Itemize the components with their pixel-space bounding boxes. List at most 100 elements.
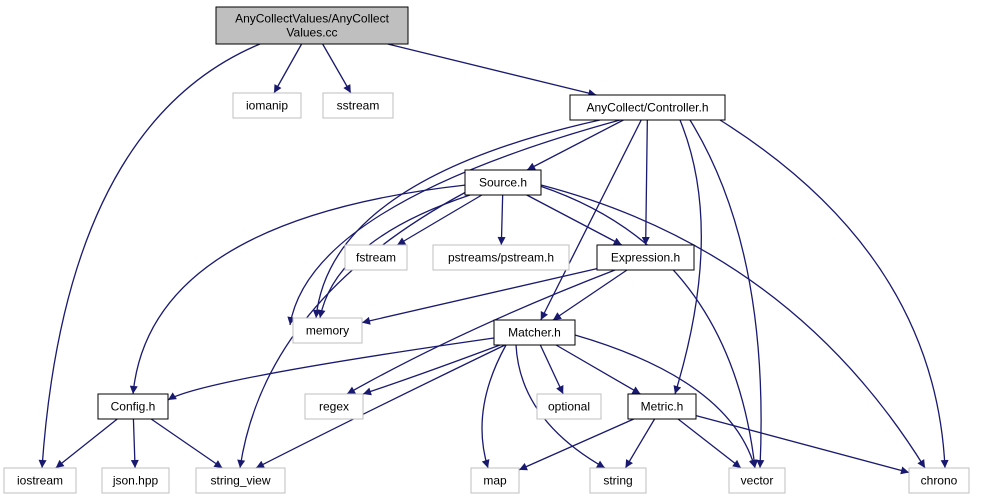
node-label: json.hpp — [112, 474, 159, 488]
edge-source-to-expression — [526, 194, 623, 246]
node-label: AnyCollectValues/AnyCollect — [235, 12, 390, 26]
node-string_view[interactable]: string_view — [195, 467, 286, 494]
edge-source-to-vector — [539, 185, 759, 469]
node-label: fstream — [356, 251, 396, 265]
node-label: iostream — [17, 474, 63, 488]
edge-metric-to-string — [624, 418, 656, 469]
node-label: string — [603, 474, 632, 488]
edge-root-to-sstream — [322, 43, 352, 94]
edge-controller-to-metric — [673, 119, 702, 395]
node-jsonhpp[interactable]: json.hpp — [101, 467, 170, 494]
edge-matcher-to-config — [167, 337, 495, 401]
node-map[interactable]: map — [470, 467, 520, 494]
node-box — [101, 467, 170, 494]
node-box — [536, 393, 602, 420]
node-label: memory — [306, 324, 349, 338]
edge-matcher-to-string_view — [255, 344, 506, 469]
node-metric[interactable]: Metric.h — [627, 393, 697, 420]
edge-metric-to-chrono — [695, 414, 910, 475]
edge-matcher-to-metric — [555, 344, 641, 395]
edge-config-to-jsonhpp — [130, 418, 139, 469]
node-fstream[interactable]: fstream — [344, 244, 408, 271]
node-box — [215, 6, 409, 45]
edge-metric-to-map — [518, 418, 635, 471]
edge-expression-to-regex — [346, 269, 616, 395]
node-label: regex — [319, 400, 349, 414]
node-box — [3, 467, 77, 494]
node-label: pstreams/pstream.h — [448, 251, 554, 265]
edge-controller-to-source — [526, 119, 624, 171]
edge-matcher-to-map — [481, 344, 507, 469]
node-label: Values.cc — [286, 26, 337, 40]
edge-expression-to-memory — [361, 268, 598, 325]
edges-layer — [38, 43, 949, 475]
node-label: string_view — [210, 474, 270, 488]
node-optional[interactable]: optional — [536, 393, 602, 420]
node-label: AnyCollect/Controller.h — [586, 101, 708, 115]
edge-source-to-pstreams — [497, 194, 506, 246]
node-box — [97, 393, 169, 420]
node-iomanip[interactable]: iomanip — [232, 92, 302, 119]
node-box — [908, 467, 970, 494]
node-label: Expression.h — [611, 251, 680, 265]
node-box — [728, 467, 786, 494]
node-box — [292, 317, 363, 344]
node-regex[interactable]: regex — [304, 393, 364, 420]
edge-matcher-to-optional — [539, 344, 564, 395]
node-label: optional — [548, 400, 590, 414]
node-box — [470, 467, 520, 494]
node-box — [322, 92, 394, 119]
edge-controller-to-expression — [641, 119, 650, 246]
node-pstreams[interactable]: pstreams/pstream.h — [432, 244, 570, 271]
edge-controller-to-matcher — [540, 119, 642, 321]
node-iostream[interactable]: iostream — [3, 467, 77, 494]
node-box — [589, 467, 647, 494]
node-label: map — [483, 474, 507, 488]
node-box — [596, 244, 695, 271]
edge-root-to-iostream — [38, 43, 261, 469]
edge-root-to-controller — [387, 43, 597, 97]
node-matcher[interactable]: Matcher.h — [493, 319, 576, 346]
edge-controller-to-regex — [287, 119, 621, 326]
edge-source-to-fstream — [396, 194, 483, 246]
node-label: sstream — [337, 99, 380, 113]
node-box — [493, 319, 576, 346]
node-box — [344, 244, 408, 271]
edge-controller-to-memory — [312, 119, 601, 319]
node-source[interactable]: Source.h — [464, 169, 542, 196]
nodes-layer: AnyCollectValues/AnyCollectValues.cc ioma… — [3, 6, 970, 494]
edge-matcher-to-regex — [362, 344, 501, 396]
edge-root-to-iomanip — [273, 43, 303, 94]
node-label: Metric.h — [641, 400, 684, 414]
node-box — [195, 467, 286, 494]
node-config[interactable]: Config.h — [97, 393, 169, 420]
node-label: Source.h — [479, 176, 527, 190]
node-label: Matcher.h — [508, 326, 561, 340]
edge-source-to-chrono — [540, 184, 926, 469]
node-box — [232, 92, 302, 119]
node-box — [464, 169, 542, 196]
node-box — [304, 393, 364, 420]
edge-source-to-string_view — [237, 191, 467, 469]
edge-source-to-config — [129, 184, 467, 395]
node-memory[interactable]: memory — [292, 317, 363, 344]
node-sstream[interactable]: sstream — [322, 92, 394, 119]
node-vector[interactable]: vector — [728, 467, 786, 494]
node-box — [627, 393, 697, 420]
node-label: Config.h — [111, 400, 156, 414]
edge-config-to-string_view — [150, 418, 223, 469]
edge-controller-to-chrono — [719, 119, 949, 469]
node-label: chrono — [921, 474, 958, 488]
node-root[interactable]: AnyCollectValues/AnyCollectValues.cc — [215, 6, 409, 45]
node-label: iomanip — [246, 99, 288, 113]
node-expression[interactable]: Expression.h — [596, 244, 695, 271]
node-controller[interactable]: AnyCollect/Controller.h — [569, 94, 726, 121]
edge-expression-to-matcher — [552, 269, 628, 321]
node-box — [432, 244, 570, 271]
edge-controller-to-vector — [689, 119, 765, 469]
node-chrono[interactable]: chrono — [908, 467, 970, 494]
edge-matcher-to-vector — [574, 334, 757, 469]
edge-config-to-iostream — [55, 418, 118, 469]
node-string[interactable]: string — [589, 467, 647, 494]
